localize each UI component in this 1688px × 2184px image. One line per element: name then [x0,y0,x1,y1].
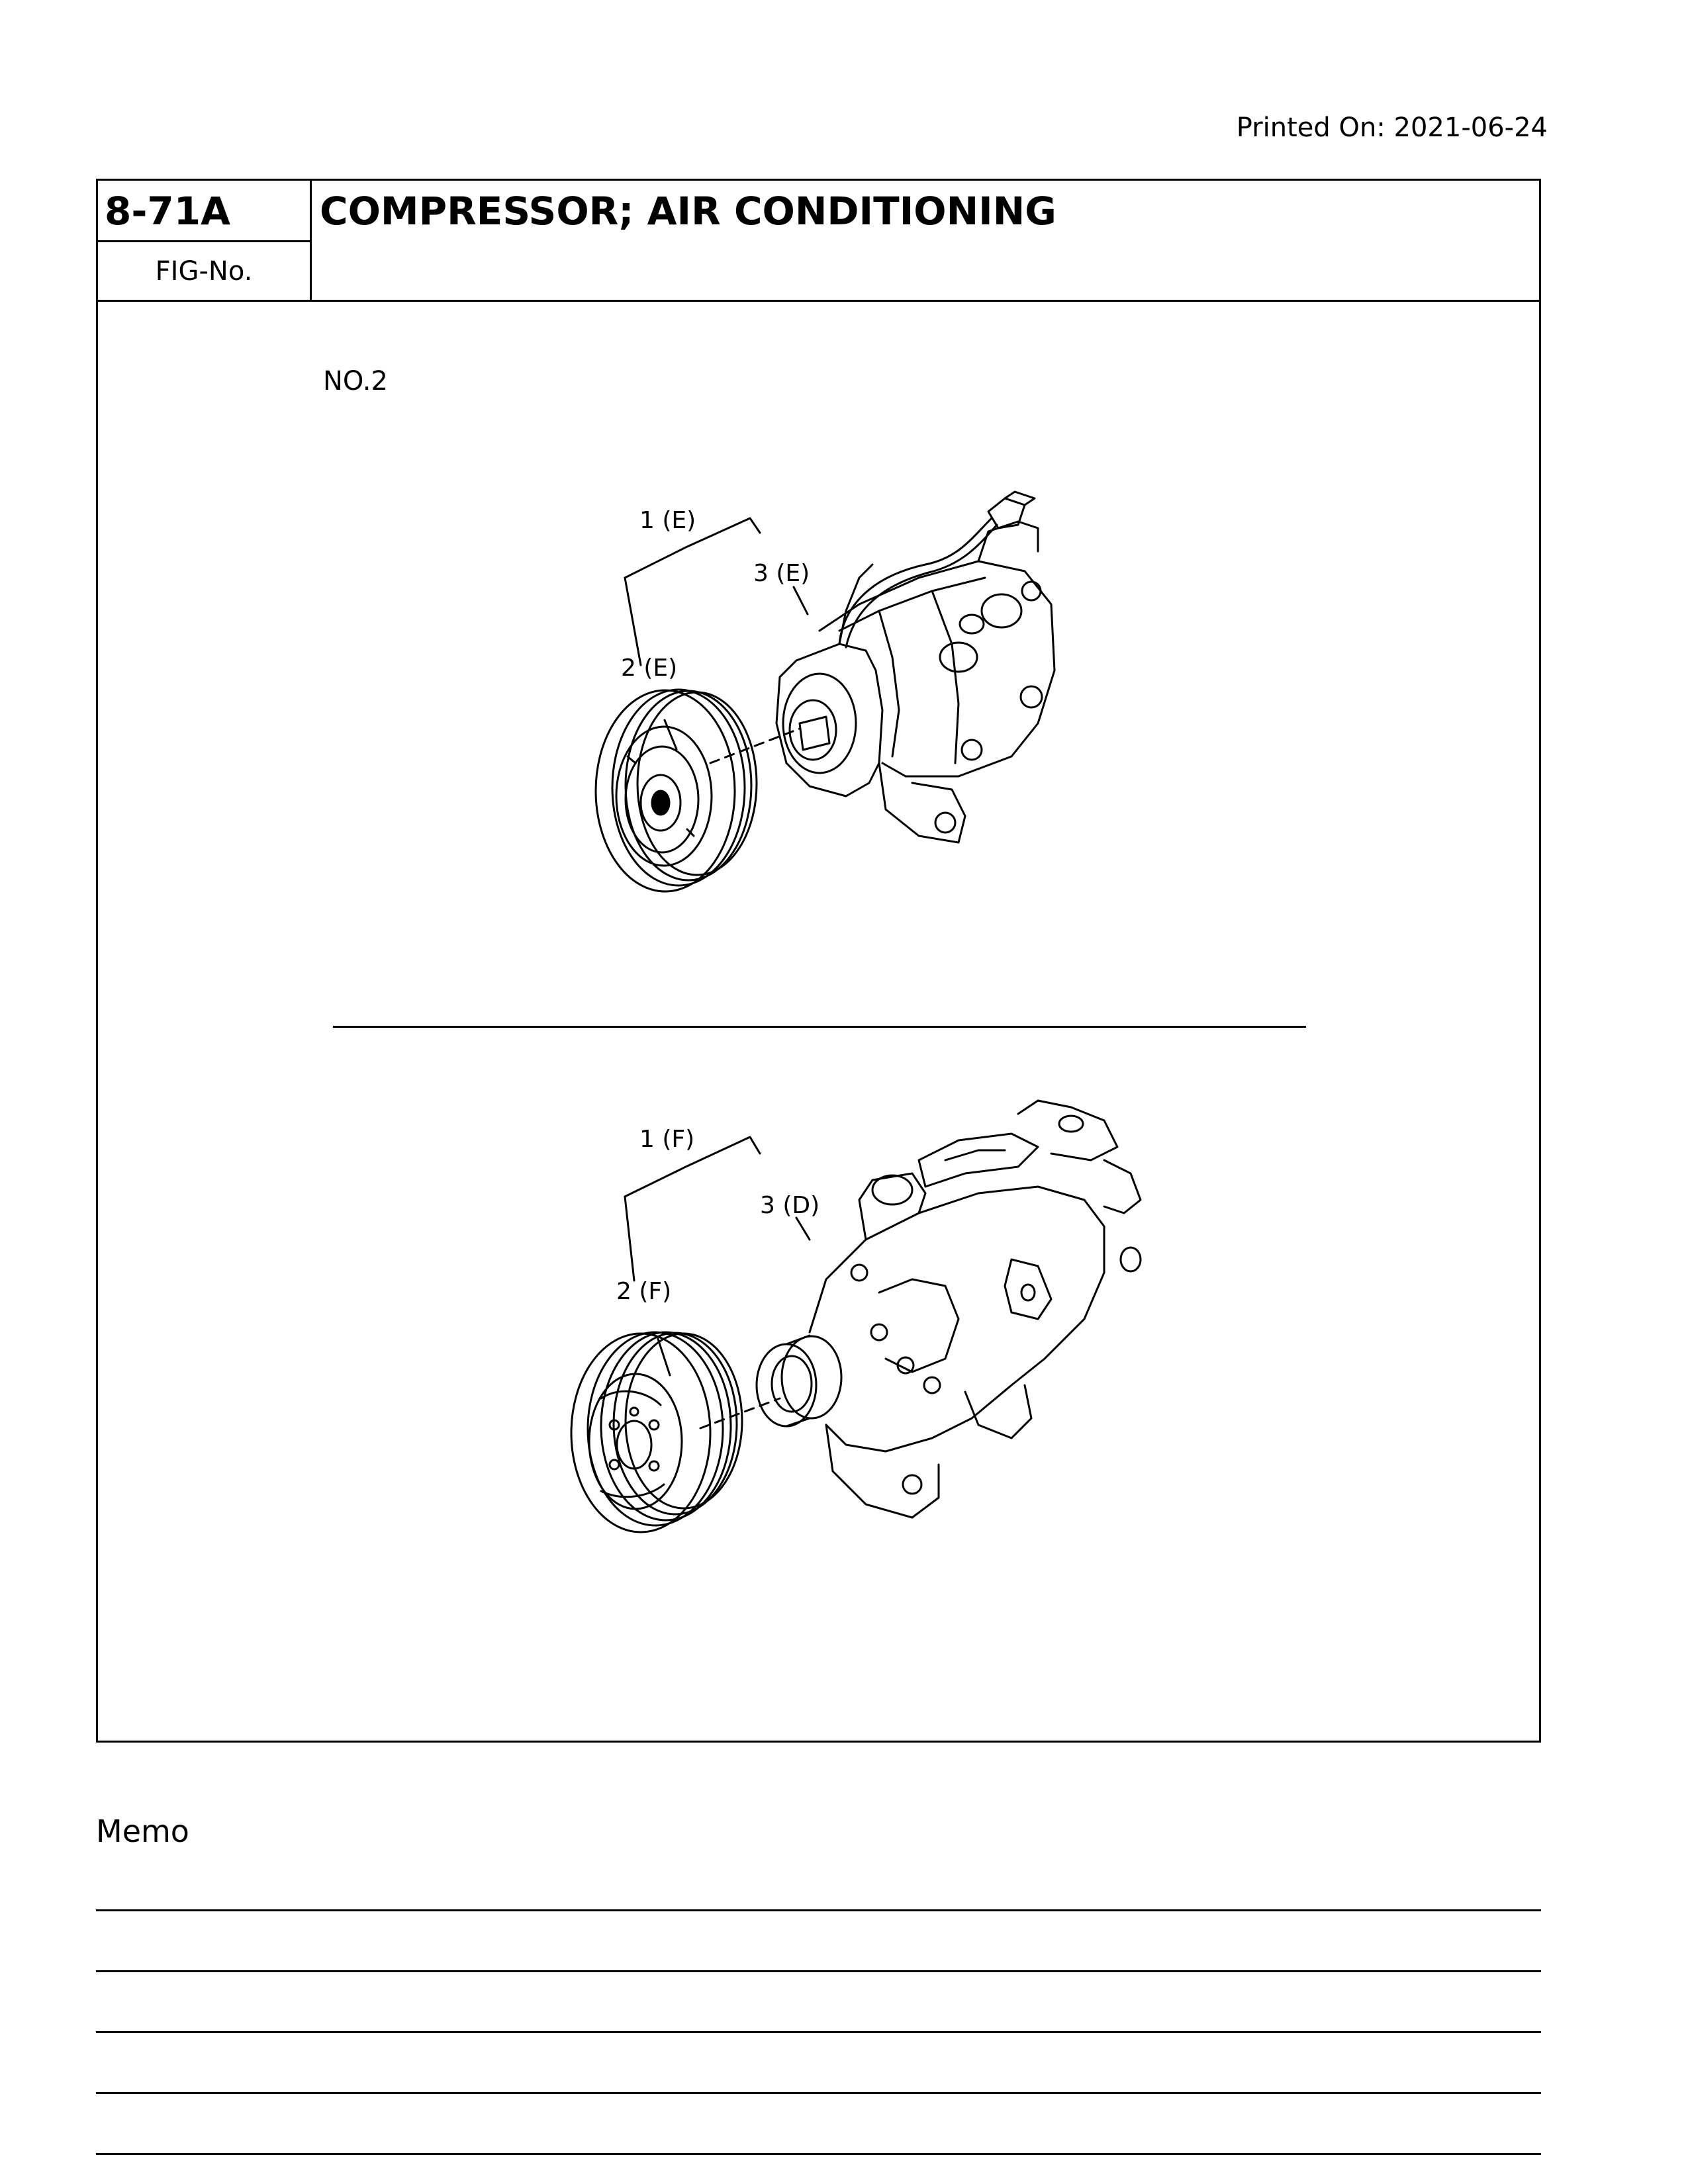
leader-3f [795,1216,811,1241]
compressor-body-e [775,520,1056,844]
variant-divider [333,1026,1306,1028]
compressor-assembly-f [570,1099,1142,1533]
memo-line[interactable] [96,1909,1541,1911]
printed-on-date: Printed On: 2021-06-24 [1236,113,1548,143]
leader-bracket-1f [624,1136,761,1198]
fig-number-label: FIG-No. [98,240,310,300]
callout-1f: 1 (F) [639,1126,694,1153]
leader-bracket-1e [624,517,761,579]
memo-title: Memo [96,1813,189,1849]
fig-number-cell: 8-71A FIG-No. [98,181,312,300]
compressor-body-f [808,1099,1142,1519]
memo-line[interactable] [96,2153,1541,2155]
leader-3e [792,586,809,615]
exploded-view-drawing: 1 (E) 3 (E) 2 (E) 1 (F) 3 (D) 2 (F) [570,490,1142,1533]
pulley-e [594,688,758,893]
figure-title: COMPRESSOR; AIR CONDITIONING [320,189,1056,234]
leader-2f [624,1195,635,1282]
pulley-f [570,1331,743,1533]
memo-line[interactable] [96,1970,1541,1972]
clutch-wire-e [838,490,1036,649]
fig-number: 8-71A [105,189,231,234]
callout-1e: 1 (E) [639,507,696,534]
leader-2f-end [657,1338,671,1377]
clutch-hub-f [755,1334,843,1428]
figure-header: 8-71A FIG-No. COMPRESSOR; AIR CONDITIONI… [96,179,1541,302]
memo-line[interactable] [96,2092,1541,2094]
shaft-axis-f [699,1397,781,1430]
leader-2e-end [663,719,678,751]
variant-label: NO.2 [323,366,388,396]
callout-2f: 2 (F) [616,1278,671,1305]
callout-2e: 2 (E) [621,655,677,682]
callout-3d: 3 (D) [760,1192,820,1219]
leader-2e [624,576,642,666]
callout-3e: 3 (E) [753,560,810,587]
figure-frame: NO.2 [96,300,1541,1743]
memo-line[interactable] [96,2031,1541,2033]
compressor-assembly-e [594,490,1056,893]
